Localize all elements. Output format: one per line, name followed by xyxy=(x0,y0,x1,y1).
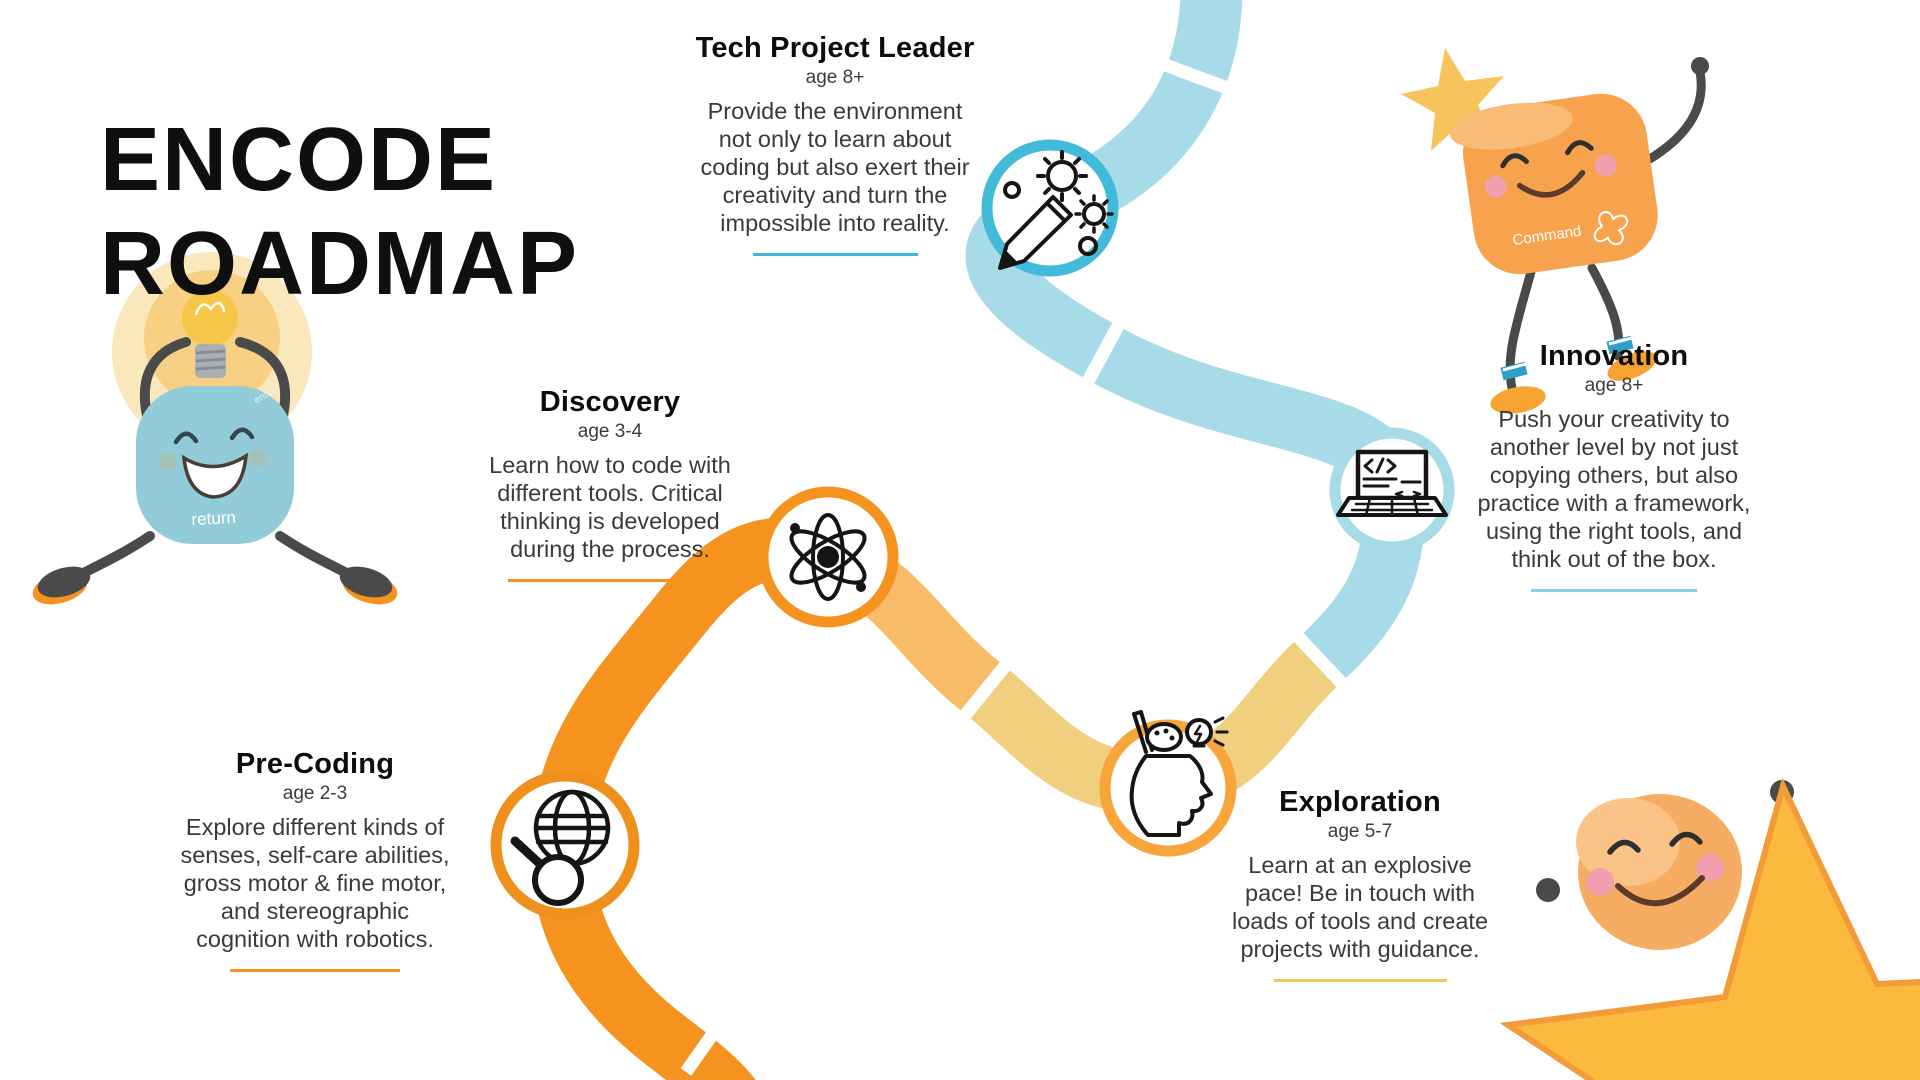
stage-title: Pre-Coding xyxy=(235,748,395,780)
command-robot-mascot: Command xyxy=(1401,48,1709,414)
left-cheek xyxy=(1484,175,1507,198)
body-highlight xyxy=(1449,102,1573,150)
stage-title: Exploration xyxy=(1279,786,1441,818)
left-hand xyxy=(1536,878,1560,902)
mouth xyxy=(181,452,249,499)
right-shoe xyxy=(1607,351,1657,381)
right-shoe xyxy=(339,566,393,598)
stage-underline xyxy=(230,969,400,972)
title-line-1: ENCODE xyxy=(100,110,498,211)
left-arm xyxy=(139,337,191,425)
globe-search-icon xyxy=(510,789,611,906)
stage-age: age 3-4 xyxy=(577,421,643,442)
right-hand xyxy=(1691,57,1709,75)
page-title: ENCODE ROADMAP xyxy=(100,108,579,316)
stage-title: Discovery xyxy=(539,386,681,418)
right-sock-stripe xyxy=(1608,336,1633,346)
laptop-code-icon xyxy=(1336,449,1448,517)
stage-tech-project-leader: Tech Project Leader age 8+ Provide the e… xyxy=(655,32,1015,256)
stage-age: age 5-7 xyxy=(1327,821,1393,842)
command-key-icon xyxy=(1593,211,1629,246)
stage-underline xyxy=(752,253,918,256)
right-sock xyxy=(1606,335,1634,355)
left-eye xyxy=(1607,839,1641,855)
creative-head-icon xyxy=(1129,710,1229,837)
big-star xyxy=(1499,777,1920,1080)
stage-exploration: Exploration age 5-7 Learn at an explosiv… xyxy=(1180,786,1540,982)
stage-title: Innovation xyxy=(1539,340,1689,372)
left-eye xyxy=(173,431,199,445)
mouth xyxy=(1516,169,1586,198)
left-sock-stripe xyxy=(1502,362,1527,372)
atom-icon xyxy=(789,513,867,601)
title-line-2: ROADMAP xyxy=(100,214,579,315)
right-cheek xyxy=(1696,854,1724,882)
right-cheek xyxy=(249,449,267,467)
right-eye xyxy=(1669,831,1703,847)
stage-underline xyxy=(507,579,713,582)
return-label: return xyxy=(191,508,236,529)
stage-underline xyxy=(1531,589,1697,592)
stage-underline xyxy=(1273,979,1447,982)
left-eye xyxy=(1500,153,1529,169)
road-gaps xyxy=(680,53,1357,1076)
mouth xyxy=(1615,875,1705,907)
stage-age: age 2-3 xyxy=(282,783,348,804)
road-segment-blue xyxy=(965,0,1425,683)
stage-discovery: Discovery age 3-4 Learn how to code with… xyxy=(430,386,790,582)
right-arm xyxy=(235,337,291,425)
left-cheek xyxy=(159,453,177,471)
stage-age: age 8+ xyxy=(1584,375,1644,396)
right-eye xyxy=(229,427,255,441)
stage-age: age 8+ xyxy=(805,67,865,88)
star-robot-mascot xyxy=(1499,777,1920,1080)
return-robot-mascot: return enter xyxy=(32,252,398,605)
left-shoe xyxy=(1490,386,1546,414)
left-sock xyxy=(1500,361,1528,381)
stage-pre-coding: Pre-Coding age 2-3 Explore different kin… xyxy=(135,748,495,972)
stage-title: Tech Project Leader xyxy=(695,32,975,64)
left-cheek xyxy=(1586,868,1614,896)
stage-innovation: Innovation age 8+ Push your creativity t… xyxy=(1434,340,1794,592)
lightbulb-icon xyxy=(182,290,238,378)
left-shoe xyxy=(37,566,91,598)
pencil-gears-icon xyxy=(998,150,1114,270)
right-cheek xyxy=(1594,154,1617,177)
right-eye xyxy=(1565,140,1594,156)
right-arm xyxy=(1643,67,1706,165)
